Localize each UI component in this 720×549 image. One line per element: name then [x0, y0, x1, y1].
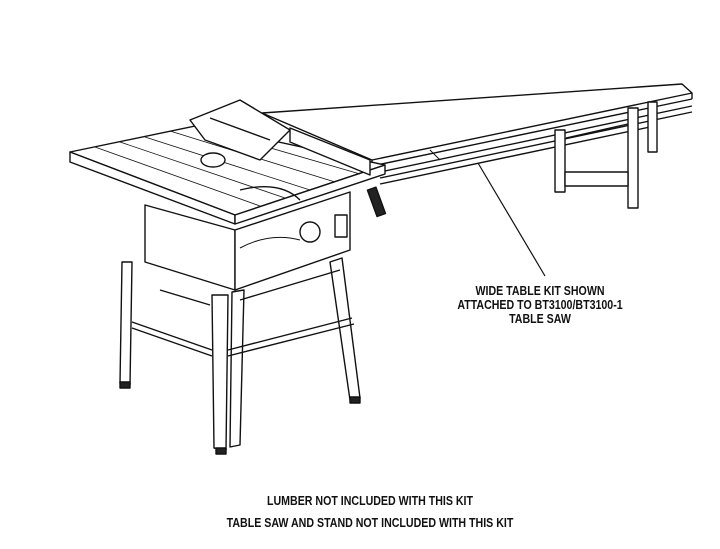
callout-line-1: WIDE TABLE KIT SHOWN: [475, 284, 605, 298]
saw-body: [144, 191, 351, 291]
kit-callout-label: WIDE TABLE KIT SHOWN ATTACHED TO BT3100/…: [455, 284, 625, 326]
lumber-note: LUMBER NOT INCLUDED WITH THIS KIT: [267, 494, 473, 508]
saw-stand: [119, 257, 361, 455]
callout-line-3: TABLE SAW: [509, 312, 571, 326]
callout-leader-line: [477, 162, 546, 277]
saw-stand-note: TABLE SAW AND STAND NOT INCLUDED WITH TH…: [226, 516, 514, 530]
wide-table-board: [261, 83, 693, 185]
callout-line-2: ATTACHED TO BT3100/BT3100-1: [457, 298, 623, 312]
wide-table-legs: [554, 101, 658, 209]
saw-table-top: [69, 99, 387, 225]
